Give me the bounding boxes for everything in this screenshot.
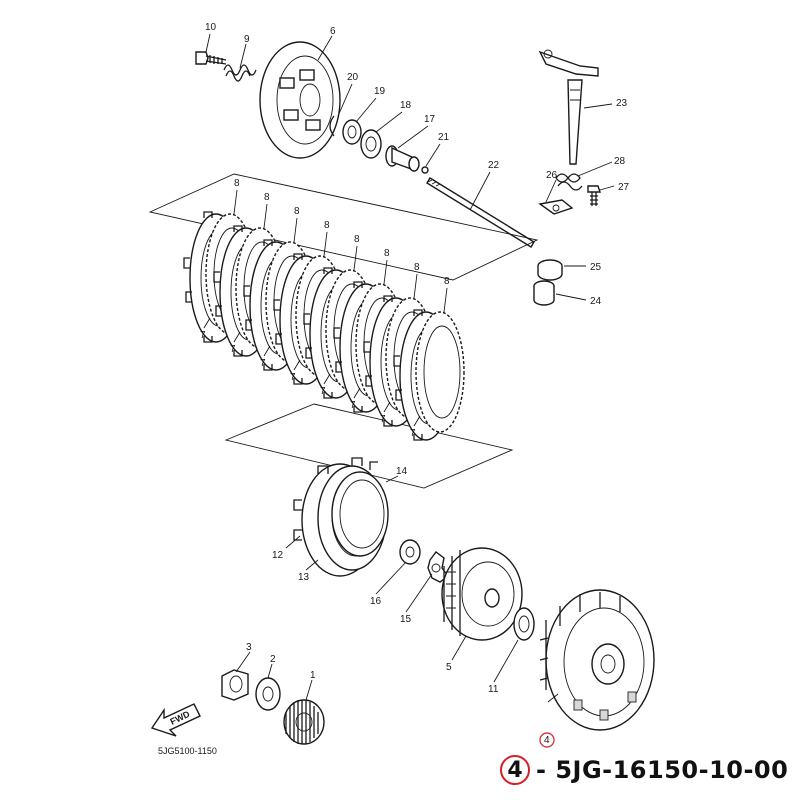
label-18: 18 — [400, 100, 412, 111]
label-17: 17 — [424, 114, 436, 125]
spring-part-9[interactable] — [223, 64, 257, 82]
label-7: 7 — [350, 400, 356, 411]
callout-number-circle: 4 — [500, 755, 530, 785]
label-7: 7 — [230, 344, 236, 355]
label-25: 25 — [590, 262, 602, 273]
washer-part-2[interactable] — [255, 677, 281, 711]
label-20: 20 — [347, 72, 359, 83]
highlighted-label-4: 4 — [539, 732, 555, 748]
label-7: 7 — [290, 372, 296, 383]
clutch-plate-stack: 8 7 8 7 8 7 8 7 8 7 8 7 8 7 8 7 — [183, 178, 465, 441]
label-8: 8 — [444, 276, 450, 287]
clutch-plate-part-8[interactable] — [415, 311, 465, 433]
label-5: 5 — [446, 662, 452, 673]
label-8: 8 — [294, 206, 300, 217]
label-7: 7 — [380, 414, 386, 425]
bearing-part-18[interactable] — [360, 129, 382, 159]
lever-part-26[interactable] — [538, 199, 574, 215]
label-8: 8 — [384, 248, 390, 259]
label-8: 8 — [324, 220, 330, 231]
bearing-part-24[interactable] — [533, 280, 555, 306]
label-19: 19 — [374, 86, 386, 97]
label-22: 22 — [488, 160, 500, 171]
gear-part-1[interactable] — [283, 699, 325, 745]
label-15: 15 — [400, 614, 412, 625]
ring-part-14[interactable] — [331, 471, 389, 557]
label-9: 9 — [244, 34, 250, 45]
label-12: 12 — [272, 550, 284, 561]
oil-seal-part-25[interactable] — [537, 259, 563, 281]
label-2: 2 — [270, 654, 276, 665]
circlip-part-20[interactable] — [329, 115, 335, 137]
label-14: 14 — [396, 466, 408, 477]
label-6: 6 — [330, 26, 336, 37]
ball-part-21[interactable] — [421, 166, 429, 174]
label-8: 8 — [414, 262, 420, 273]
push-lever-part-23[interactable] — [538, 49, 599, 165]
label-21: 21 — [438, 132, 450, 143]
label-7: 7 — [410, 428, 416, 439]
callout-number: 4 — [507, 757, 523, 783]
label-11: 11 — [488, 684, 499, 695]
label-8: 8 — [354, 234, 360, 245]
label-1: 1 — [310, 670, 316, 681]
part-labels: 10 9 6 20 19 18 17 21 22 23 28 26 27 25 … — [205, 22, 630, 695]
leader-lines — [205, 33, 615, 703]
spring-part-28[interactable] — [555, 173, 583, 191]
washer-part-19[interactable] — [342, 119, 362, 145]
label-26: 26 — [546, 170, 558, 181]
highlight-number: 4 — [544, 735, 550, 746]
label-28: 28 — [614, 156, 626, 167]
pressure-plate-part-6[interactable] — [259, 41, 341, 159]
drawing-code: 5JG5100-1150 — [158, 746, 217, 756]
thrust-washer-part-11[interactable] — [513, 607, 535, 641]
clutch-housing-part-4[interactable] — [539, 589, 655, 731]
label-7: 7 — [320, 386, 326, 397]
nut-part-3[interactable] — [221, 669, 249, 701]
label-10: 10 — [205, 22, 217, 33]
label-7: 7 — [260, 358, 266, 369]
push-rod-part-17[interactable] — [385, 145, 420, 172]
fwd-arrow-icon: FWD — [150, 703, 201, 737]
label-13: 13 — [298, 572, 310, 583]
bolt-part-27[interactable] — [587, 185, 601, 206]
label-7: 7 — [200, 330, 206, 341]
label-16: 16 — [370, 596, 382, 607]
label-27: 27 — [618, 182, 630, 193]
clutch-boss-part-5[interactable] — [441, 547, 523, 641]
push-rod-part-22[interactable] — [426, 177, 535, 248]
part-number-text: - 5JG-16150-10-00 — [536, 756, 789, 784]
label-8: 8 — [264, 192, 270, 203]
part-number-callout: 4 - 5JG-16150-10-00 — [500, 750, 788, 790]
label-23: 23 — [616, 98, 628, 109]
label-3: 3 — [246, 642, 252, 653]
bolt-part-10[interactable] — [195, 51, 227, 65]
label-24: 24 — [590, 296, 602, 307]
label-8: 8 — [234, 178, 240, 189]
nut-part-16[interactable] — [399, 539, 421, 565]
